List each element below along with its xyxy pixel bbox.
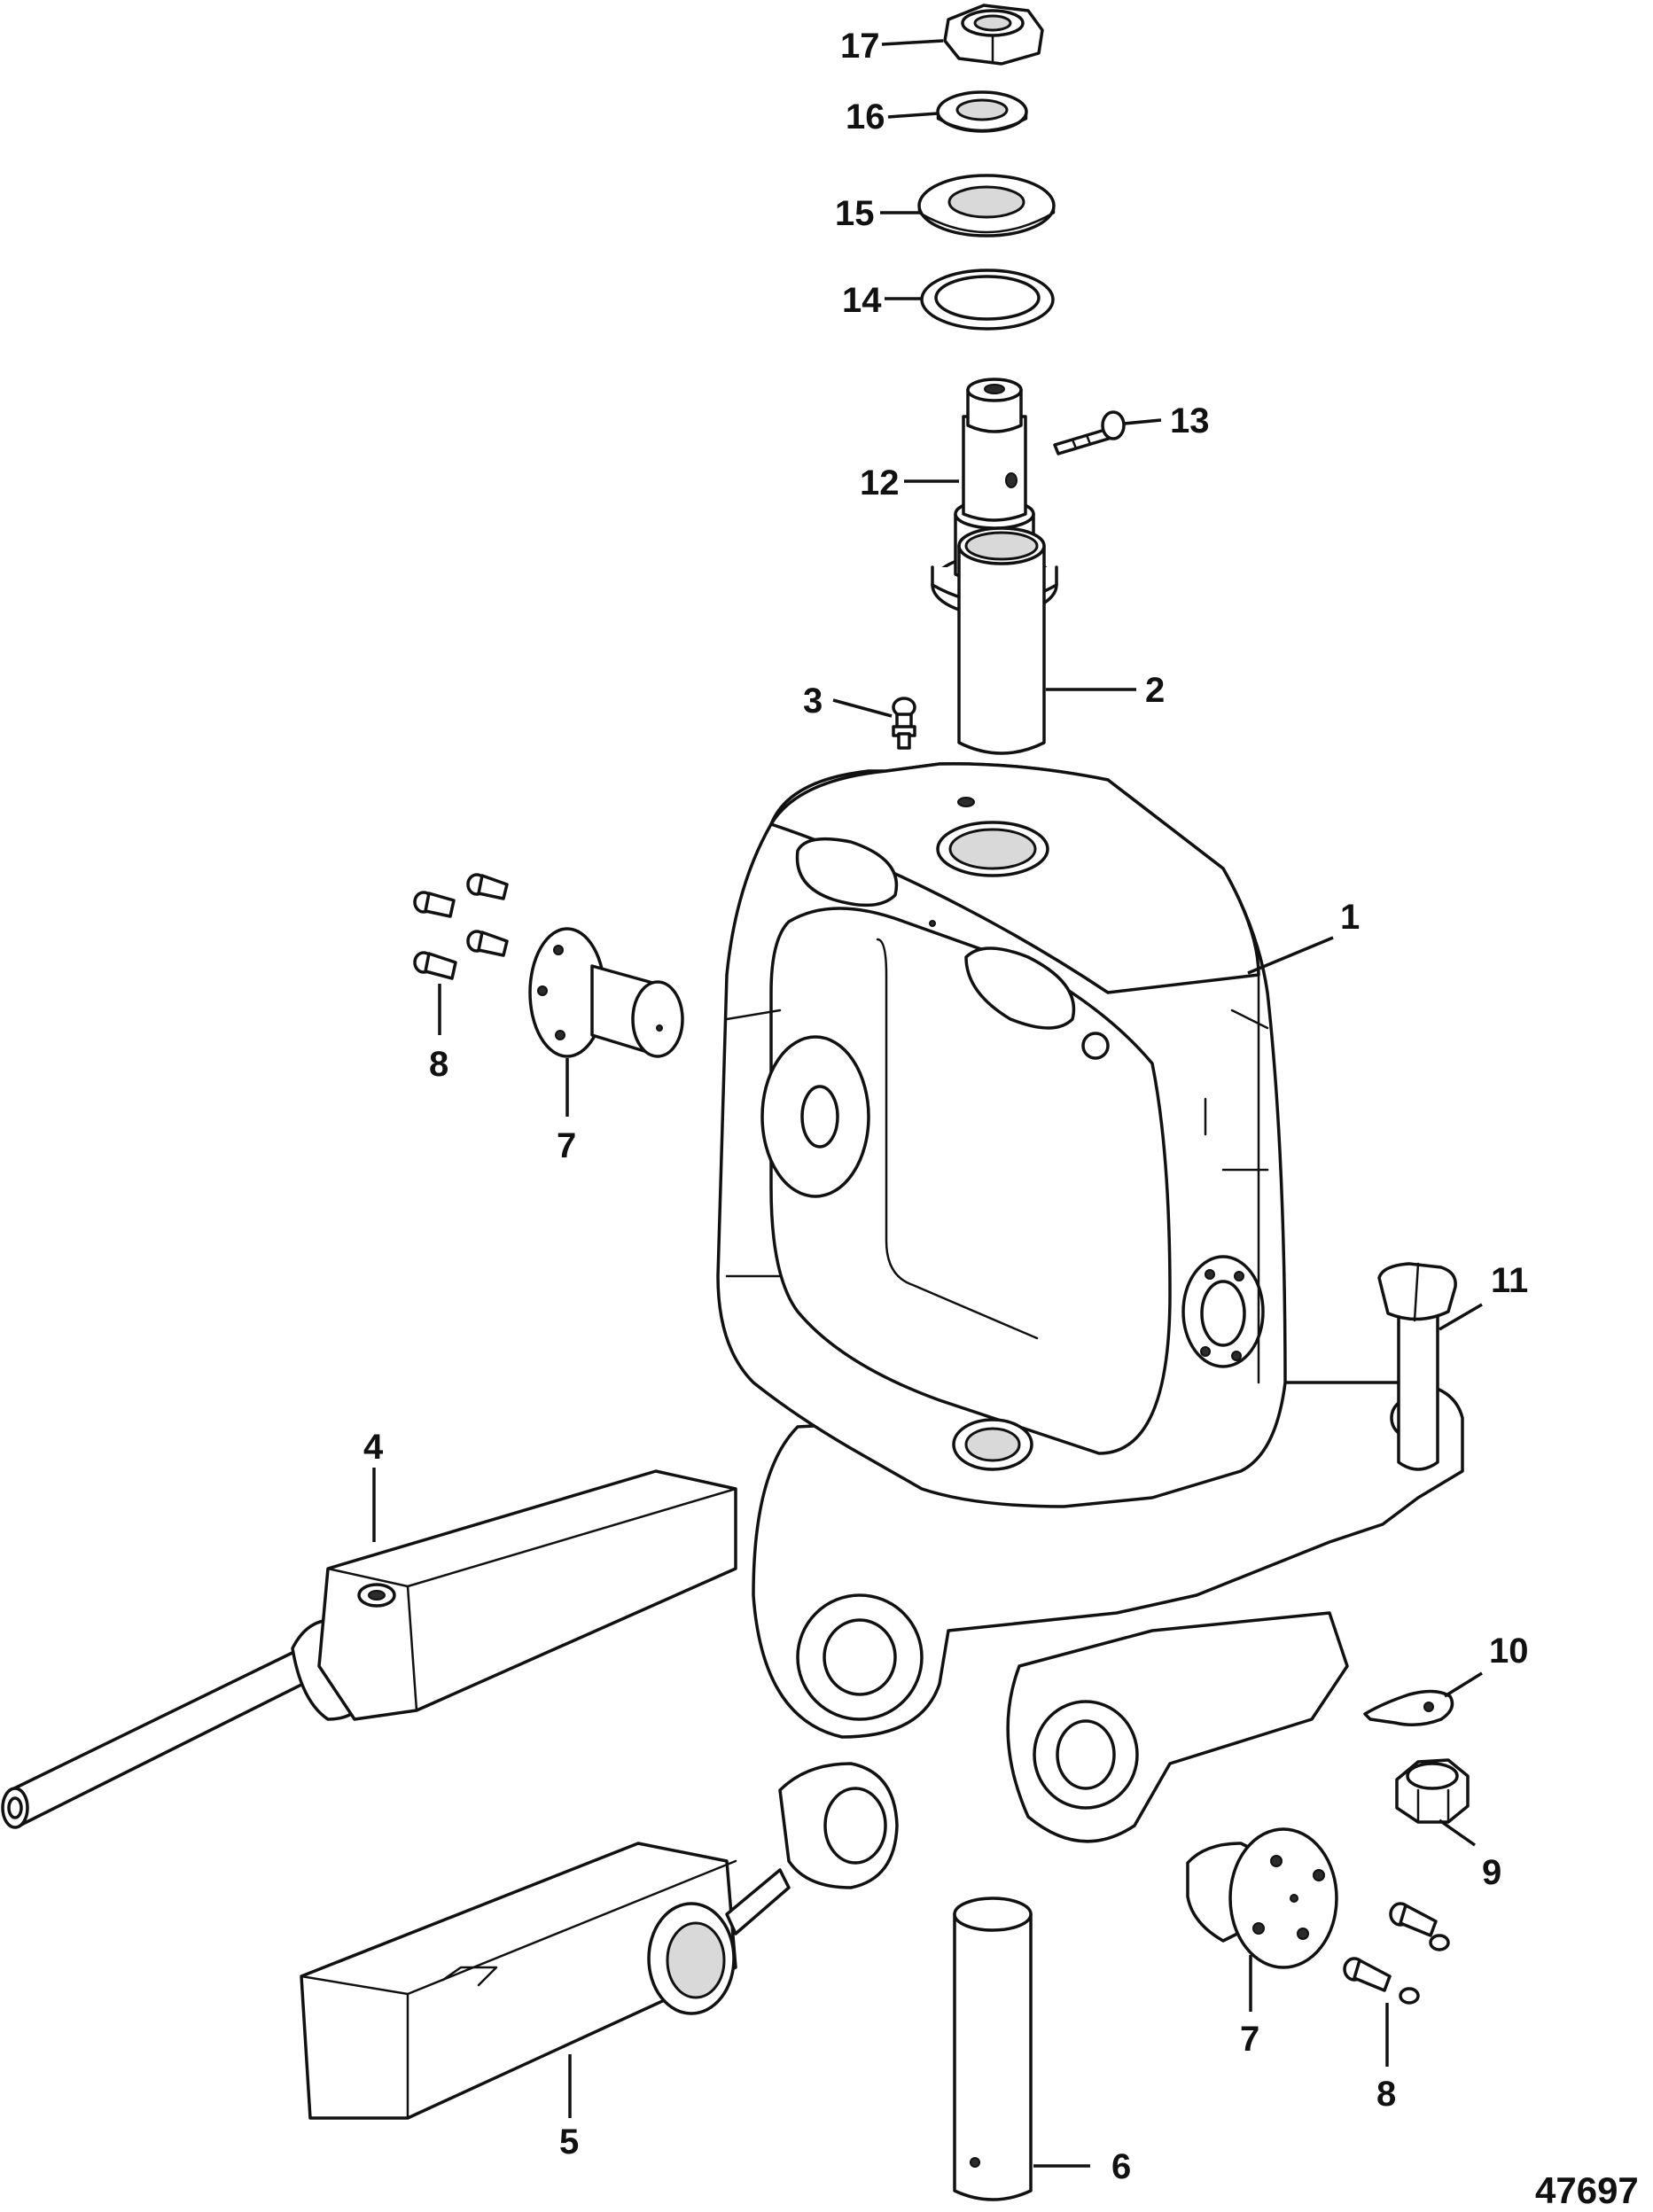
part-13-screw (1053, 410, 1126, 456)
callout-9: 9 (1482, 1853, 1501, 1892)
callout-8-upper: 8 (429, 1045, 448, 1084)
screw-e (1389, 1902, 1450, 1951)
callout-5: 5 (559, 2122, 579, 2161)
callout-13: 13 (1170, 401, 1210, 440)
part-10-tab-washer (1363, 1689, 1454, 1726)
screw-f (1343, 1957, 1420, 2005)
part-9-nut (1395, 1758, 1470, 1824)
part-16-washer (936, 90, 1028, 133)
callout-16: 16 (846, 97, 885, 136)
part-14-washer (920, 269, 1055, 331)
part-7-flanged-pin-upper (528, 927, 684, 1058)
callout-6: 6 (1111, 2147, 1131, 2186)
callout-10: 10 (1489, 1632, 1529, 1671)
part-15-washer (917, 174, 1056, 238)
callout-1: 1 (1340, 898, 1360, 937)
leader-lines (372, 39, 1483, 2168)
callout-labels: 17 16 15 14 13 12 3 2 1 8 7 11 4 10 9 7 … (363, 27, 1529, 2186)
leader-17 (881, 39, 944, 46)
part-8-screws-upper (413, 873, 509, 980)
part-6-pin (953, 1897, 1033, 2201)
figure-number: 47697 (1535, 2169, 1639, 2211)
leader-13 (1123, 418, 1162, 425)
leader-3 (832, 698, 893, 718)
leader-11 (1439, 1303, 1483, 1331)
callout-3: 3 (803, 682, 823, 720)
leader-10 (1444, 1671, 1483, 1698)
callout-12: 12 (860, 463, 900, 502)
leader-1 (1247, 936, 1334, 975)
screw-d (413, 951, 457, 980)
callout-17: 17 (840, 27, 880, 66)
part-7-flanged-pin-lower (1186, 1827, 1338, 1969)
part-3-grease-fitting (892, 697, 916, 750)
part-4-cylinder (1, 1469, 737, 1829)
callout-2: 2 (1145, 671, 1165, 710)
part-11-bolt (1377, 1262, 1457, 1471)
part-2-bushing (957, 526, 1046, 755)
screw-c (466, 930, 509, 957)
leader-16 (887, 112, 939, 119)
part-17-hex-nut (943, 4, 1044, 66)
part-5-cylinder (300, 1762, 899, 2120)
callout-15: 15 (835, 194, 875, 233)
part-1-swivel-bracket (716, 762, 1464, 1843)
callout-11: 11 (1491, 1261, 1528, 1300)
part-8-screws-lower (1343, 1902, 1450, 2005)
screw-b (466, 873, 509, 900)
callout-4: 4 (363, 1428, 384, 1467)
leader-9 (1438, 1819, 1477, 1847)
callout-14: 14 (842, 281, 882, 320)
screw-a (413, 891, 456, 918)
callout-7-upper: 7 (557, 1126, 576, 1165)
callout-8-lower: 8 (1376, 2075, 1396, 2114)
callout-7-lower: 7 (1240, 2020, 1259, 2059)
